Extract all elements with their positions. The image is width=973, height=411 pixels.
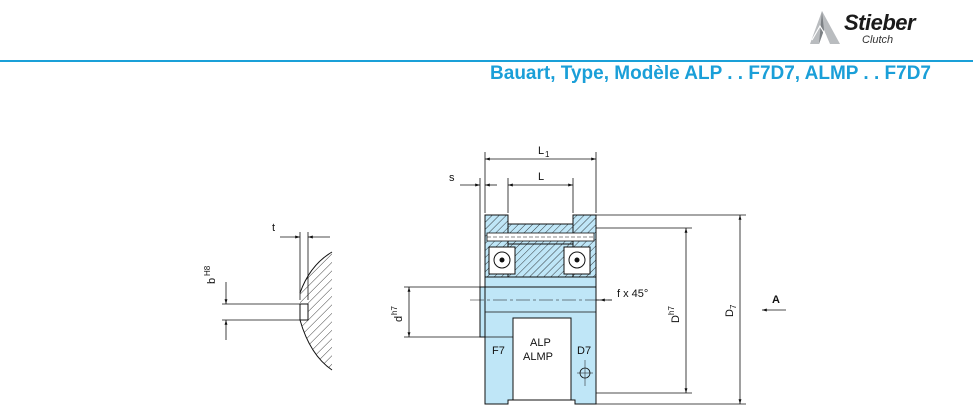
brand-subtitle: Clutch — [862, 34, 894, 46]
stieber-mountain-icon — [810, 11, 840, 44]
label-L1: L 1 — [538, 145, 550, 159]
label-b-tolerance: H8 — [203, 265, 212, 276]
keyway-detail-view: t b H8 — [203, 222, 333, 371]
page-title: Bauart, Type, Modèle ALP . . F7D7, ALMP … — [490, 63, 931, 84]
label-D7-bore: D7 — [577, 345, 591, 357]
svg-text:L: L — [538, 145, 544, 157]
label-Dh7: D h7 — [667, 306, 682, 323]
label-t: t — [272, 222, 275, 234]
brand-name: Stieber — [844, 10, 916, 35]
svg-text:D: D — [724, 309, 736, 317]
header-rule — [0, 60, 973, 62]
label-F7: F7 — [492, 345, 505, 357]
label-s: s — [449, 172, 455, 184]
svg-text:h7: h7 — [667, 306, 676, 315]
label-d: d h7 — [390, 306, 405, 322]
stieber-logo: Stieber Clutch — [800, 4, 950, 50]
label-D7-outer: D 7 — [724, 304, 738, 317]
svg-text:D: D — [670, 315, 682, 323]
clutch-section-view: L 1 L s f x 45° d h7 D h7 — [390, 145, 786, 405]
label-model-ALP: ALP — [530, 337, 551, 349]
svg-text:h7: h7 — [390, 306, 399, 315]
label-L: L — [538, 171, 544, 183]
label-model-ALMP: ALMP — [523, 351, 553, 363]
svg-text:7: 7 — [729, 304, 738, 309]
label-fillet: f x 45° — [617, 288, 648, 300]
label-b: b — [206, 278, 218, 284]
svg-text:d: d — [393, 316, 405, 322]
label-view-A: A — [772, 294, 780, 306]
svg-text:1: 1 — [545, 150, 550, 159]
